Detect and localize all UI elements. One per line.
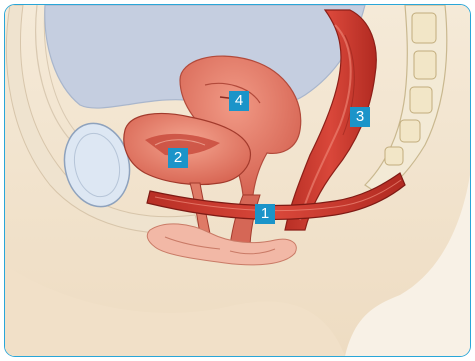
label-marker-2: 2 <box>168 148 188 168</box>
pelvic-anatomy-illustration <box>5 5 470 356</box>
label-marker-3: 3 <box>350 107 370 127</box>
label-marker-1: 1 <box>255 204 275 224</box>
label-marker-4: 4 <box>229 91 249 111</box>
diagram-frame: 1 2 3 4 <box>4 4 471 357</box>
